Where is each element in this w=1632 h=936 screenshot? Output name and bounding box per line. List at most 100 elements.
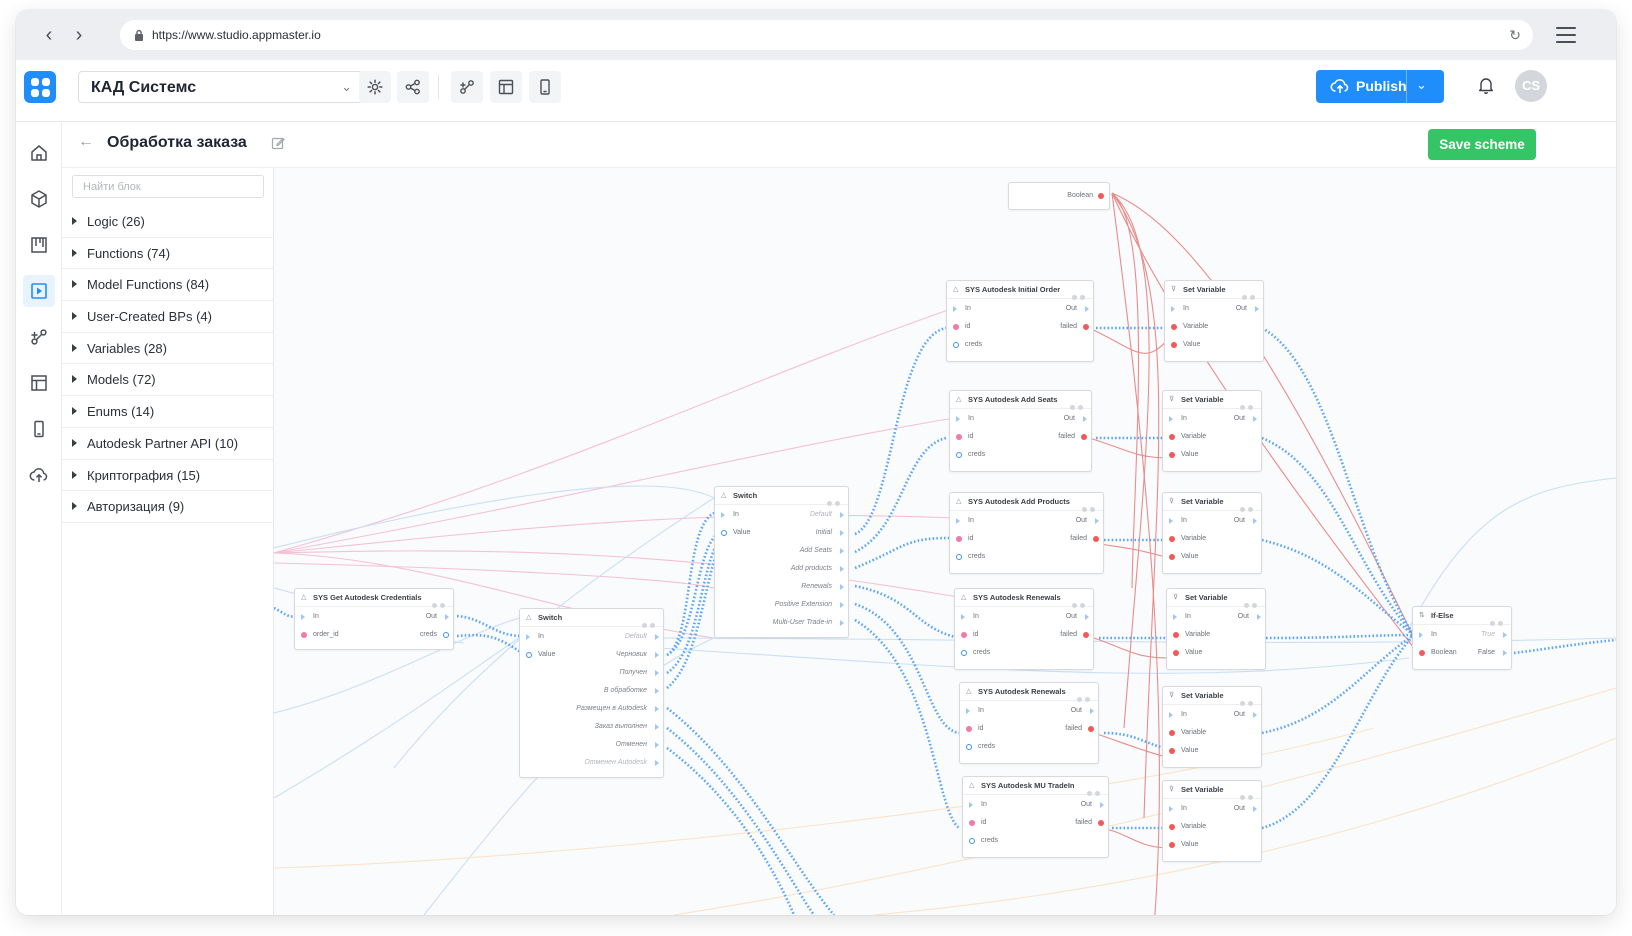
reload-icon[interactable]: ↻	[1509, 27, 1521, 43]
node-menu-icon[interactable]	[1084, 783, 1102, 796]
web-app-button[interactable]	[490, 71, 522, 103]
node-port-icon[interactable]	[1419, 650, 1425, 656]
category-item[interactable]: Криптография (15)	[62, 460, 274, 492]
node-port-icon[interactable]	[1171, 342, 1177, 348]
node-menu-icon[interactable]	[1069, 287, 1087, 300]
node-port-icon[interactable]	[655, 706, 659, 712]
node-port-icon[interactable]	[953, 306, 957, 312]
node-port-icon[interactable]	[1098, 820, 1104, 826]
rail-home[interactable]	[23, 137, 55, 169]
node-port-icon[interactable]	[526, 634, 530, 640]
node-port-icon[interactable]	[1169, 806, 1173, 812]
node-port-icon[interactable]	[1171, 306, 1175, 312]
forward-icon[interactable]: ›	[75, 24, 83, 46]
node-port-icon[interactable]	[840, 620, 844, 626]
node-menu-icon[interactable]	[1237, 499, 1255, 512]
back-icon[interactable]: ‹	[45, 24, 53, 46]
node-port-icon[interactable]	[655, 652, 659, 658]
node-port-icon[interactable]	[301, 632, 307, 638]
category-item[interactable]: Variables (28)	[62, 333, 274, 365]
node-port-icon[interactable]	[1083, 632, 1089, 638]
node-port-icon[interactable]	[1173, 632, 1179, 638]
node-port-icon[interactable]	[1169, 712, 1173, 718]
rail-kanban[interactable]	[23, 229, 55, 261]
category-item[interactable]: Авторизация (9)	[62, 491, 274, 523]
node-port-icon[interactable]	[966, 708, 970, 714]
node-port-icon[interactable]	[1171, 324, 1177, 330]
node-port-icon[interactable]	[1169, 554, 1175, 560]
hamburger-menu-icon[interactable]	[1556, 27, 1576, 43]
node-menu-icon[interactable]	[1239, 287, 1257, 300]
node-port-icon[interactable]	[1173, 614, 1177, 620]
node-port-icon[interactable]	[1169, 824, 1175, 830]
back-arrow-icon[interactable]: ←	[78, 133, 94, 150]
node-port-icon[interactable]	[1169, 748, 1175, 754]
node-port-icon[interactable]	[1253, 806, 1257, 812]
node-port-icon[interactable]	[956, 452, 962, 458]
node-port-icon[interactable]	[956, 434, 962, 440]
node-port-icon[interactable]	[966, 726, 972, 732]
app-logo[interactable]	[24, 71, 56, 103]
node-port-icon[interactable]	[1169, 730, 1175, 736]
node-port-icon[interactable]	[1100, 802, 1104, 808]
node-port-icon[interactable]	[1098, 193, 1104, 199]
node-port-icon[interactable]	[1503, 632, 1507, 638]
boolean-node[interactable]: Boolean	[1008, 182, 1110, 210]
node-port-icon[interactable]	[961, 632, 967, 638]
node-menu-icon[interactable]	[429, 595, 447, 608]
mobile-app-button[interactable]	[529, 71, 561, 103]
node-port-icon[interactable]	[961, 650, 967, 656]
node-port-icon[interactable]	[655, 742, 659, 748]
node-port-icon[interactable]	[1173, 650, 1179, 656]
node-port-icon[interactable]	[1169, 416, 1173, 422]
rail-mobile-app[interactable]	[23, 413, 55, 445]
node-port-icon[interactable]	[840, 602, 844, 608]
node-port-icon[interactable]	[1419, 632, 1423, 638]
node-port-icon[interactable]	[1253, 518, 1257, 524]
category-item[interactable]: Autodesk Partner API (10)	[62, 428, 274, 460]
node-port-icon[interactable]	[966, 744, 972, 750]
node-port-icon[interactable]	[1083, 324, 1089, 330]
node-port-icon[interactable]	[443, 632, 449, 638]
node-menu-icon[interactable]	[1237, 693, 1255, 706]
avatar[interactable]: CS	[1515, 70, 1547, 102]
node-port-icon[interactable]	[840, 566, 844, 572]
node-port-icon[interactable]	[956, 554, 962, 560]
node-port-icon[interactable]	[956, 416, 960, 422]
node-port-icon[interactable]	[1253, 416, 1257, 422]
node-port-icon[interactable]	[655, 634, 659, 640]
node-menu-icon[interactable]	[1237, 787, 1255, 800]
share-button[interactable]	[397, 71, 429, 103]
node-port-icon[interactable]	[969, 838, 975, 844]
node-port-icon[interactable]	[840, 530, 844, 536]
category-item[interactable]: Functions (74)	[62, 238, 274, 270]
category-item[interactable]: Enums (14)	[62, 396, 274, 428]
node-port-icon[interactable]	[655, 760, 659, 766]
node-port-icon[interactable]	[655, 724, 659, 730]
node-port-icon[interactable]	[1088, 726, 1094, 732]
node-port-icon[interactable]	[1169, 842, 1175, 848]
node-port-icon[interactable]	[1085, 614, 1089, 620]
publish-button[interactable]: Publish ⌄	[1316, 70, 1444, 103]
node-port-icon[interactable]	[1085, 306, 1089, 312]
node-port-icon[interactable]	[526, 652, 532, 658]
node-port-icon[interactable]	[953, 342, 959, 348]
node-menu-icon[interactable]	[1241, 595, 1259, 608]
rail-data-models[interactable]	[23, 183, 55, 215]
node-menu-icon[interactable]	[1237, 397, 1255, 410]
node-menu-icon[interactable]	[1067, 397, 1085, 410]
node-port-icon[interactable]	[961, 614, 965, 620]
node-port-icon[interactable]	[721, 530, 727, 536]
